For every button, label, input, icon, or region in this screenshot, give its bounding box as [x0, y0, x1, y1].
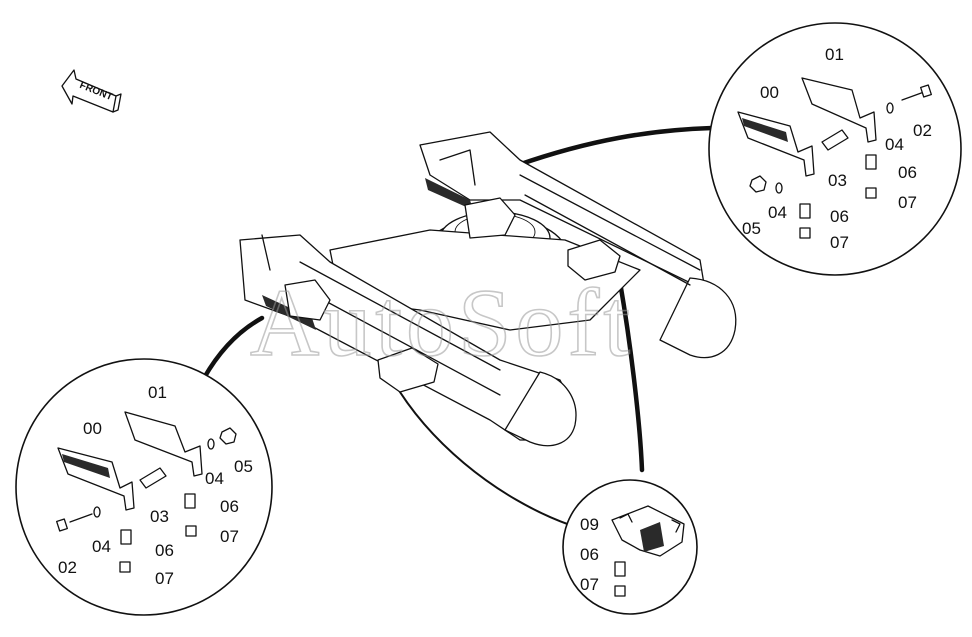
tr-callout-00: 00: [760, 83, 779, 102]
bl-callout-06a: 06: [220, 497, 239, 516]
br-callout-09: 09: [580, 515, 599, 534]
leader-lines: [201, 125, 715, 526]
bl-callout-04a: 04: [205, 469, 224, 488]
detail-circle-top-right: 01 00 04 02 06 03 07 05 04 06 07: [708, 22, 962, 276]
bl-callout-04b: 04: [92, 537, 111, 556]
tr-callout-04b: 04: [768, 203, 787, 222]
bl-callout-07a: 07: [220, 527, 239, 546]
front-arrow-icon: FRONT: [61, 69, 122, 113]
bl-callout-05: 05: [234, 457, 253, 476]
detail-circle-bottom-left: 01 00 05 04 06 03 07 04 06 02 07: [15, 358, 273, 616]
tr-callout-03: 03: [828, 171, 847, 190]
bl-callout-07b: 07: [155, 569, 174, 588]
bl-callout-01: 01: [148, 383, 167, 402]
tr-callout-02: 02: [913, 121, 932, 140]
br-callout-06: 06: [580, 545, 599, 564]
tr-callout-04a: 04: [885, 135, 904, 154]
bl-callout-03: 03: [150, 507, 169, 526]
tr-callout-06b: 06: [830, 207, 849, 226]
tr-callout-07b: 07: [830, 233, 849, 252]
tr-callout-07a: 07: [898, 193, 917, 212]
tr-callout-01: 01: [825, 45, 844, 64]
bl-callout-00: 00: [83, 419, 102, 438]
tr-callout-06a: 06: [898, 163, 917, 182]
bl-callout-02: 02: [58, 558, 77, 577]
br-callout-07: 07: [580, 575, 599, 594]
bl-callout-06b: 06: [155, 541, 174, 560]
track-frame: [239, 131, 737, 447]
watermark-text: AutoSoft: [250, 269, 634, 376]
tr-callout-05: 05: [742, 219, 761, 238]
detail-circle-bottom-right: 09 06 07: [562, 479, 698, 615]
